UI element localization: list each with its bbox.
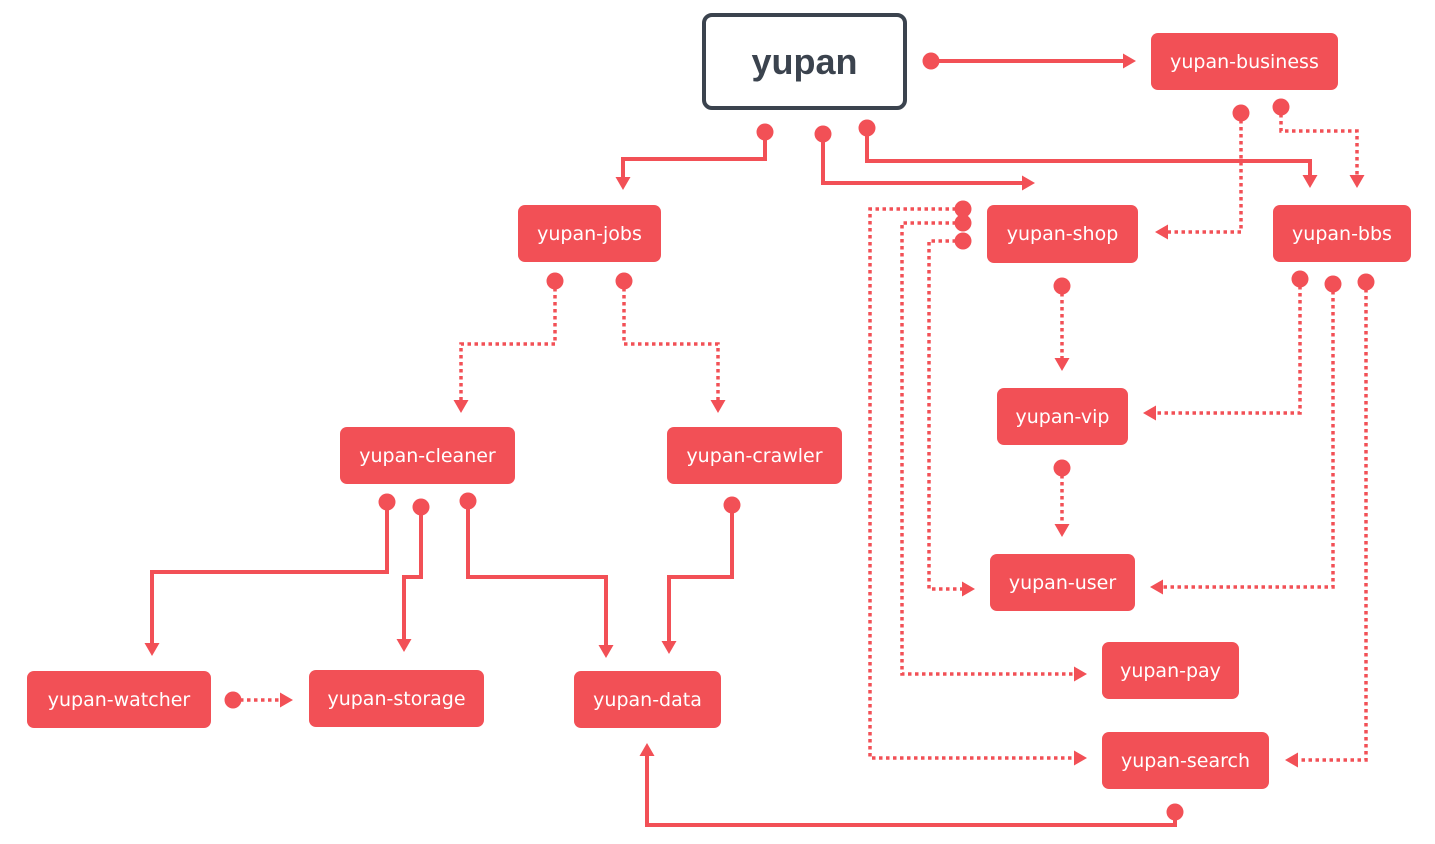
edge-line <box>1156 284 1335 589</box>
edge-line <box>150 502 389 650</box>
node-yupan[interactable]: yupan <box>702 13 907 110</box>
edge-start-dot <box>412 498 430 516</box>
edge-start-dot <box>723 496 741 514</box>
edge-shop-to-user <box>927 232 975 597</box>
edge-start-dot <box>1324 275 1342 293</box>
edge-business-to-bbs <box>1272 98 1365 188</box>
edge-arrowhead <box>1054 524 1070 537</box>
edge-arrowhead <box>661 641 677 654</box>
edge-arrowhead <box>1054 358 1070 371</box>
edge-business-to-shop <box>1155 104 1250 240</box>
edge-cleaner-to-watcher <box>144 493 396 656</box>
edge-shop-to-search <box>868 200 1087 766</box>
edge-line <box>621 132 767 184</box>
edge-start-dot <box>459 492 477 510</box>
edge-vip-to-user <box>1053 459 1071 537</box>
node-yupan-watcher[interactable]: yupan-watcher <box>27 671 211 728</box>
edge-line <box>865 128 1312 182</box>
edge-line <box>900 221 1081 676</box>
edge-start-dot <box>1272 98 1290 116</box>
edge-arrowhead <box>615 177 631 190</box>
edge-line <box>667 505 734 648</box>
edge-start-dot <box>378 493 396 511</box>
edge-start-dot <box>615 272 633 290</box>
edge-jobs-to-cleaner <box>453 272 564 413</box>
edge-arrowhead <box>710 400 726 413</box>
node-yupan-data[interactable]: yupan-data <box>574 671 721 728</box>
edge-start-dot <box>954 232 972 250</box>
edge-start-dot <box>756 123 774 141</box>
edge-line <box>622 281 720 407</box>
edge-arrowhead <box>962 581 975 597</box>
edge-start-dot <box>814 125 832 143</box>
edge-arrowhead <box>1150 579 1163 595</box>
edge-start-dot <box>1291 270 1309 288</box>
node-yupan-crawler[interactable]: yupan-crawler <box>667 427 842 484</box>
edge-arrowhead <box>144 643 160 656</box>
edge-start-dot <box>224 691 242 709</box>
edge-line <box>459 281 557 407</box>
edge-start-dot <box>1166 803 1184 821</box>
edge-watcher-to-storage <box>224 691 293 709</box>
edge-start-dot <box>1053 459 1071 477</box>
edge-arrowhead <box>1022 175 1035 191</box>
edge-root-to-jobs <box>615 123 774 190</box>
edge-arrowhead <box>396 639 412 652</box>
edge-line <box>645 749 1177 827</box>
node-yupan-business[interactable]: yupan-business <box>1151 33 1338 90</box>
edge-start-dot <box>858 119 876 137</box>
edge-bbs-to-vip <box>1143 270 1309 421</box>
node-yupan-jobs[interactable]: yupan-jobs <box>518 205 661 262</box>
edge-start-dot <box>1053 277 1071 295</box>
edge-line <box>821 134 1029 185</box>
edge-arrowhead <box>1143 405 1156 421</box>
edge-arrowhead <box>1074 666 1087 682</box>
edge-arrowhead <box>1302 175 1318 188</box>
node-yupan-user[interactable]: yupan-user <box>990 554 1135 611</box>
edge-start-dot <box>546 272 564 290</box>
edge-start-dot <box>954 200 972 218</box>
edge-line <box>402 507 423 646</box>
edge-arrowhead <box>1155 224 1168 240</box>
edge-search-to-data <box>639 743 1184 827</box>
edge-arrowhead <box>639 743 655 756</box>
node-yupan-bbs[interactable]: yupan-bbs <box>1273 205 1411 262</box>
edge-line <box>1161 113 1243 234</box>
edge-line <box>1149 279 1302 415</box>
edge-root-to-business <box>922 52 1136 70</box>
edge-arrowhead <box>598 645 614 658</box>
edge-line <box>466 501 608 652</box>
edge-start-dot <box>922 52 940 70</box>
edge-start-dot <box>1357 273 1375 291</box>
edge-line <box>927 239 969 591</box>
edge-arrowhead <box>1123 53 1136 69</box>
edge-root-to-bbs <box>858 119 1318 188</box>
edge-cleaner-to-data <box>459 492 614 658</box>
edge-bbs-to-search <box>1285 273 1375 768</box>
edge-arrowhead <box>280 692 293 708</box>
edge-start-dot <box>1232 104 1250 122</box>
edge-line <box>868 207 1081 760</box>
node-yupan-vip[interactable]: yupan-vip <box>997 388 1128 445</box>
node-yupan-shop[interactable]: yupan-shop <box>987 205 1138 263</box>
edge-shop-to-pay <box>900 214 1087 682</box>
edge-bbs-to-user <box>1150 275 1342 595</box>
edge-arrowhead <box>1349 175 1365 188</box>
edge-line <box>1291 282 1368 762</box>
edge-arrowhead <box>1285 752 1298 768</box>
edge-jobs-to-crawler <box>615 272 726 413</box>
node-yupan-cleaner[interactable]: yupan-cleaner <box>340 427 515 484</box>
node-yupan-storage[interactable]: yupan-storage <box>309 670 484 727</box>
edge-cleaner-to-storage <box>396 498 430 652</box>
edge-arrowhead <box>453 400 469 413</box>
edge-shop-to-vip <box>1053 277 1071 371</box>
node-yupan-search[interactable]: yupan-search <box>1102 732 1269 789</box>
edge-line <box>1279 107 1359 182</box>
edge-root-to-shop <box>814 125 1035 191</box>
node-yupan-pay[interactable]: yupan-pay <box>1102 642 1239 699</box>
edge-crawler-to-data <box>661 496 741 654</box>
edge-start-dot <box>954 214 972 232</box>
edge-arrowhead <box>1074 750 1087 766</box>
